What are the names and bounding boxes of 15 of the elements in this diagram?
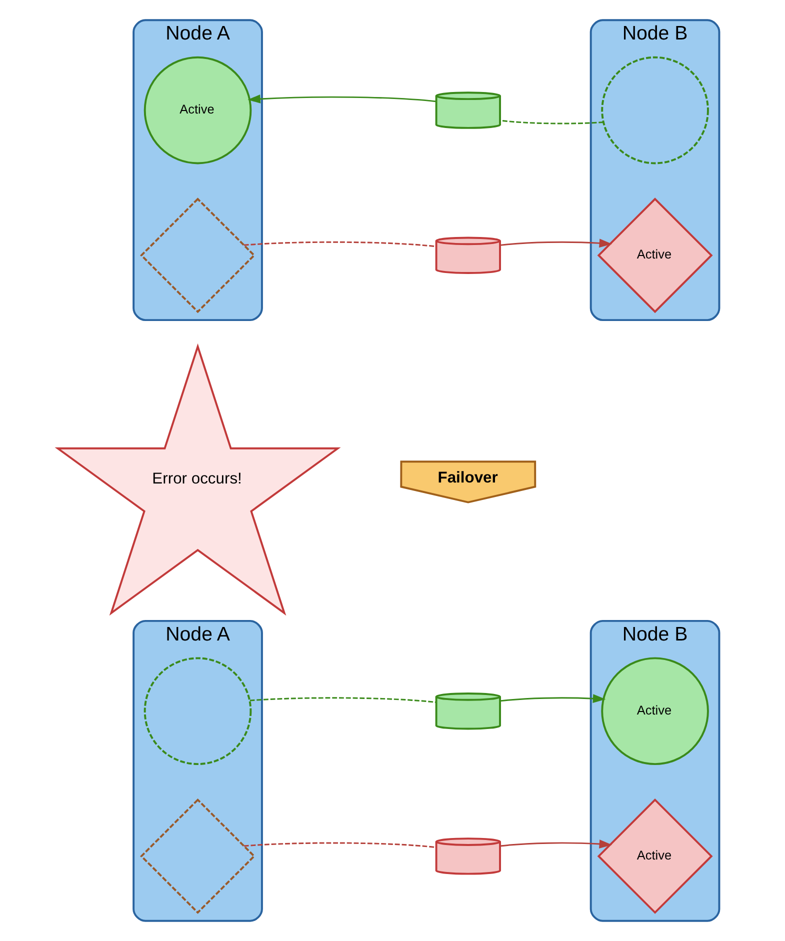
node-diamond — [140, 798, 256, 914]
cluster: Node A — [132, 620, 263, 922]
node-circle — [144, 657, 252, 766]
arrow — [500, 840, 612, 848]
node-circle: Active — [601, 657, 709, 766]
arrow — [248, 94, 436, 104]
arrow — [500, 694, 606, 704]
connector — [500, 120, 604, 124]
node-circle: Active — [144, 56, 252, 164]
connector — [244, 241, 436, 248]
node-circle — [601, 56, 709, 164]
connector — [244, 842, 436, 848]
connector — [250, 697, 436, 703]
node-diamond — [140, 198, 256, 314]
arrow — [500, 238, 612, 248]
